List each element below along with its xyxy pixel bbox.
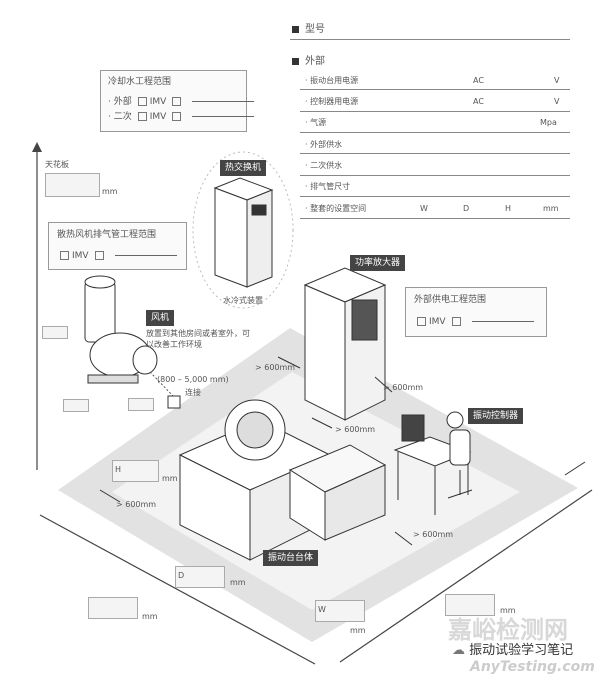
- shaker-body-tag: 振动台台体: [263, 550, 319, 567]
- power-amplifier-cabinet: [303, 267, 387, 421]
- spec-unit: mm: [543, 204, 559, 213]
- shaker-body: [178, 399, 387, 561]
- fan-width-field[interactable]: [63, 399, 89, 412]
- square-bullet-icon: [292, 25, 299, 33]
- width-label: W: [318, 605, 326, 614]
- power-amp-tag: 功率放大器: [350, 255, 406, 272]
- heat-exchanger-zone: [192, 151, 294, 309]
- unit-label: mm: [142, 612, 158, 621]
- connect-label: 连接: [185, 388, 201, 397]
- clearance-label: > 600mm: [383, 383, 424, 392]
- text-blank[interactable]: [471, 321, 534, 322]
- ceiling-label: 天花板: [45, 160, 69, 169]
- wechat-icon: ☁: [452, 643, 465, 658]
- watermark-sub: ☁ 振动试验学习笔记: [452, 643, 574, 658]
- checkbox[interactable]: [172, 97, 182, 106]
- clearance-label: > 600mm: [413, 530, 454, 539]
- arrow-up-icon: [32, 142, 42, 152]
- square-bullet-icon: [292, 57, 299, 65]
- power-panel-options: IMV: [411, 317, 534, 327]
- cooling-fan: [84, 275, 158, 384]
- checkbox[interactable]: [417, 317, 426, 326]
- unit-label: mm: [350, 626, 366, 635]
- clearance-arrows: [99, 356, 586, 546]
- unit-label: mm: [230, 578, 246, 587]
- spec-label: · 振动台用电源: [305, 76, 359, 85]
- external-heading: 外部: [292, 56, 325, 68]
- divider: [290, 39, 570, 40]
- power-supply-panel: 外部供电工程范围 IMV: [405, 287, 547, 337]
- floor-width-line: [339, 489, 593, 663]
- power-panel-title: 外部供电工程范围: [414, 295, 487, 305]
- clearance-label: > 600mm: [335, 425, 376, 434]
- checkbox[interactable]: [137, 112, 147, 121]
- watermark-url: AnyTesting.com: [470, 659, 595, 675]
- checkbox[interactable]: [60, 251, 69, 260]
- fan-panel-title: 散热风机排气管工程范围: [57, 230, 157, 240]
- spec-mid: AC: [473, 76, 484, 85]
- ceiling-unit: mm: [102, 187, 118, 196]
- fan-connector: [167, 395, 181, 409]
- fan-note: 放置到其他房间或者室外，可: [146, 329, 250, 338]
- spec-unit: V: [554, 97, 560, 106]
- spec-mid: AC: [473, 97, 484, 106]
- model-title: 型号: [305, 24, 325, 35]
- text-blank[interactable]: [114, 255, 177, 256]
- room-width-field[interactable]: [445, 594, 495, 616]
- unit-label: mm: [500, 606, 516, 615]
- width-field[interactable]: W: [315, 600, 365, 622]
- heat-exchanger-tag: 热交换机: [220, 160, 267, 177]
- fan-note: 以改善工作环境: [146, 340, 202, 349]
- unit-label: mm: [162, 474, 178, 483]
- depth-label: D: [178, 571, 185, 580]
- spec-label: · 控制器用电源: [305, 97, 359, 106]
- spec-unit: V: [554, 76, 560, 85]
- checkbox[interactable]: [172, 112, 182, 121]
- connect-range-label: (800 – 5,000 mm): [157, 375, 229, 384]
- external-title: 外部: [305, 56, 325, 67]
- floor-depth-line: [39, 514, 316, 665]
- text-blank[interactable]: [192, 116, 255, 117]
- fan-panel-options: IMV: [54, 251, 177, 261]
- room-depth-field[interactable]: [88, 597, 138, 619]
- text-blank[interactable]: [192, 101, 255, 102]
- fan-tag: 风机: [146, 310, 175, 327]
- clearance-label: > 600mm: [116, 500, 157, 509]
- controller-tag: 振动控制器: [468, 408, 524, 425]
- height-field[interactable]: H: [112, 460, 159, 482]
- fan-exhaust-panel: 散热风机排气管工程范围 IMV: [48, 222, 187, 270]
- spec-label: · 排气管尺寸: [305, 182, 351, 191]
- spec-label: · 整套的设置空间: [305, 204, 367, 213]
- heat-exchanger-cabinet: [213, 177, 274, 288]
- checkbox[interactable]: [94, 251, 104, 260]
- spec-label: · 外部供水: [305, 140, 343, 149]
- water-cooled-label: 水冷式装置: [223, 296, 263, 305]
- vibration-controller-desk: [393, 411, 473, 515]
- spec-label: · 二次供水: [305, 161, 343, 170]
- watermark-main: 嘉峪检测网: [448, 616, 568, 644]
- spec-unit: Mpa: [540, 118, 557, 127]
- spec-h: H: [505, 204, 512, 213]
- model-heading: 型号: [292, 24, 325, 36]
- ceiling-height-field[interactable]: [45, 173, 100, 197]
- cooling-panel-title: 冷却水工程范围: [108, 77, 172, 87]
- clearance-label: > 600mm: [255, 363, 296, 372]
- fan-depth-field[interactable]: [128, 398, 154, 411]
- height-label: H: [115, 465, 122, 474]
- fan-height-field[interactable]: [42, 326, 68, 339]
- spec-d: D: [463, 204, 470, 213]
- checkbox[interactable]: [137, 97, 147, 106]
- depth-field[interactable]: D: [175, 566, 225, 588]
- spec-label: · 气源: [305, 118, 327, 127]
- checkbox[interactable]: [451, 317, 461, 326]
- spec-w: W: [420, 204, 428, 213]
